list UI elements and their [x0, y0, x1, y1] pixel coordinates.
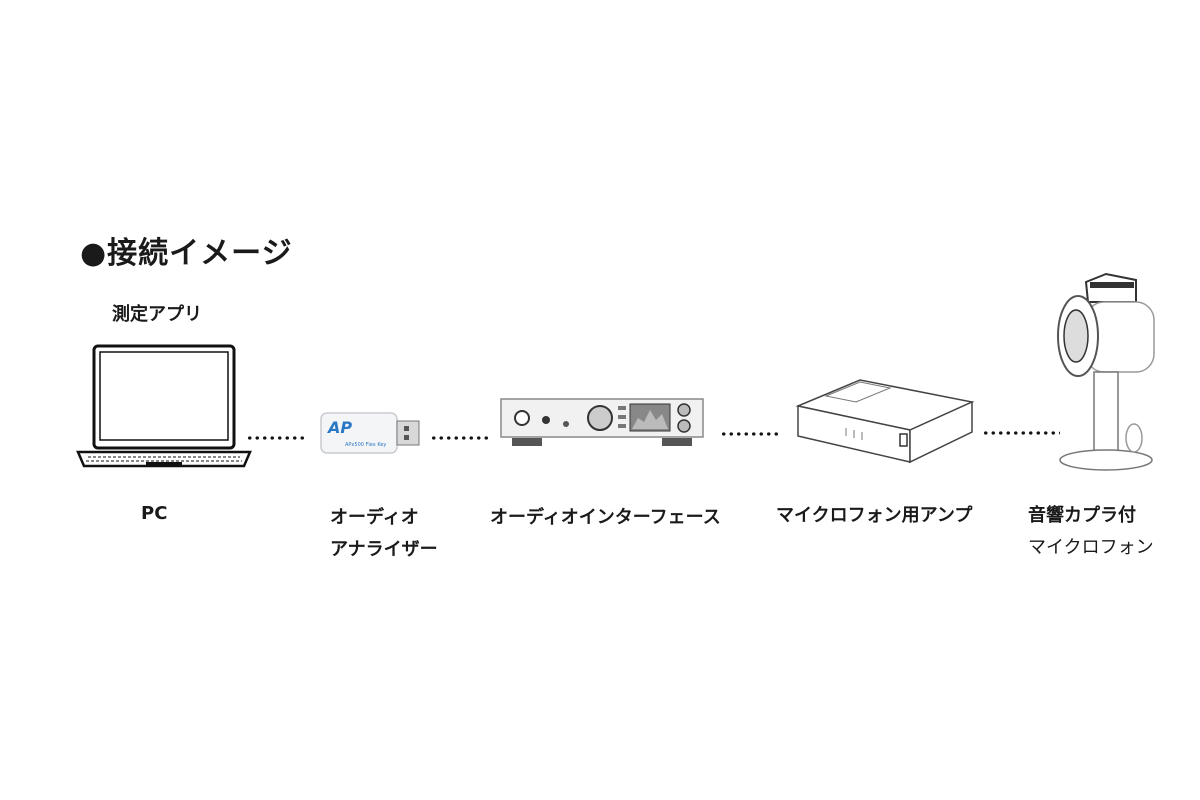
usb-key-icon	[320, 412, 420, 454]
connector-dots	[720, 432, 782, 436]
ap-logo: AP	[328, 418, 353, 437]
analyzer-label-line2: アナライザー	[330, 539, 438, 560]
connector-dots	[246, 436, 308, 440]
microphone-label-line1: 音響カプラ付	[1028, 505, 1136, 526]
connector-dots	[430, 436, 492, 440]
diagram-title: ●接続イメージ	[80, 236, 293, 271]
pc-label: PC	[141, 503, 168, 524]
analyzer-label-line1: オーディオ	[330, 507, 419, 528]
usb-key-text: APx500 Flex Key	[345, 442, 387, 448]
microphone-icon	[1057, 272, 1155, 471]
amplifier-label: マイクロフォン用アンプ	[776, 505, 973, 526]
laptop-icon	[76, 344, 252, 468]
connector-dots	[982, 431, 1060, 435]
amplifier-icon	[795, 379, 975, 464]
microphone-label-line2: マイクロフォン	[1028, 537, 1154, 558]
interface-label: オーディオインターフェース	[490, 507, 721, 528]
audio-interface-icon	[500, 398, 704, 446]
measurement-app-label: 測定アプリ	[112, 304, 202, 325]
